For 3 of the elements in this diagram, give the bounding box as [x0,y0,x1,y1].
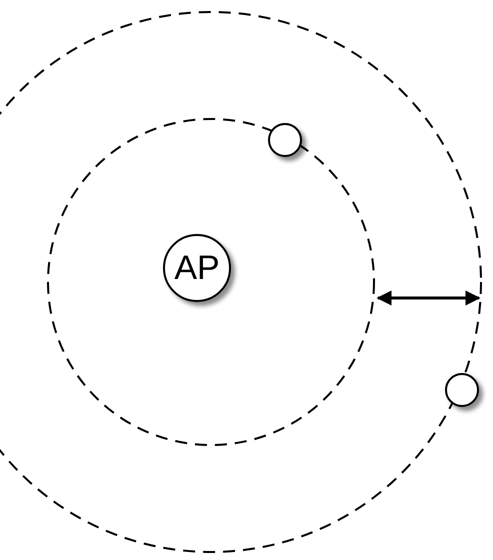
node-label: AP [174,251,220,285]
small-circle [268,123,302,157]
small-circle [445,373,479,407]
